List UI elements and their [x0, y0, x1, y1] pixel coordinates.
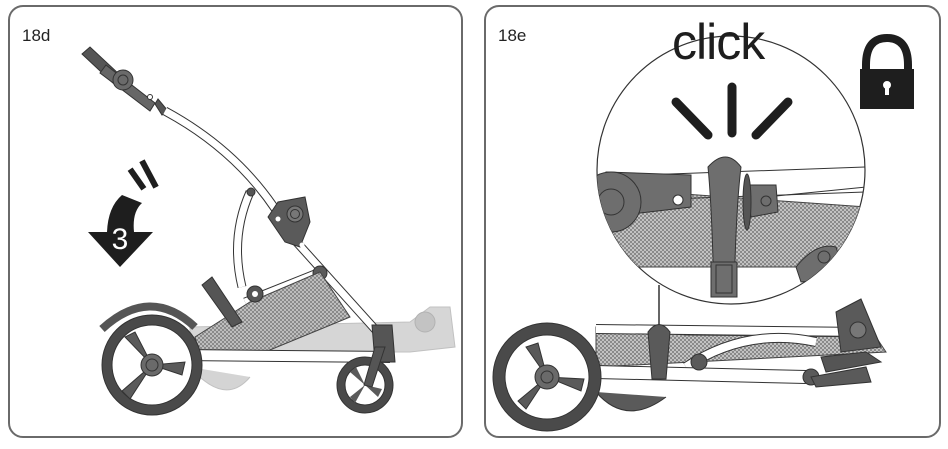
click-burst-icon [671, 82, 793, 140]
folded-stroller [492, 298, 887, 432]
stroller-folding-illustration: 3 [81, 46, 456, 416]
rear-wheel [99, 302, 203, 416]
click-callout-text: click [672, 14, 765, 70]
push-down-arrow-icon: 3 [88, 159, 159, 267]
detail-magnifier [596, 35, 866, 305]
panel-18d: 18d [8, 5, 463, 438]
front-wheel [336, 346, 394, 414]
step-number: 3 [112, 223, 129, 256]
lock-icon [860, 33, 914, 109]
step-label: 18e [498, 26, 527, 45]
stroller-folded-illustration [492, 33, 914, 432]
handlebar [81, 46, 169, 116]
panel-18e: 18e [484, 5, 941, 438]
step-label: 18d [22, 26, 51, 45]
